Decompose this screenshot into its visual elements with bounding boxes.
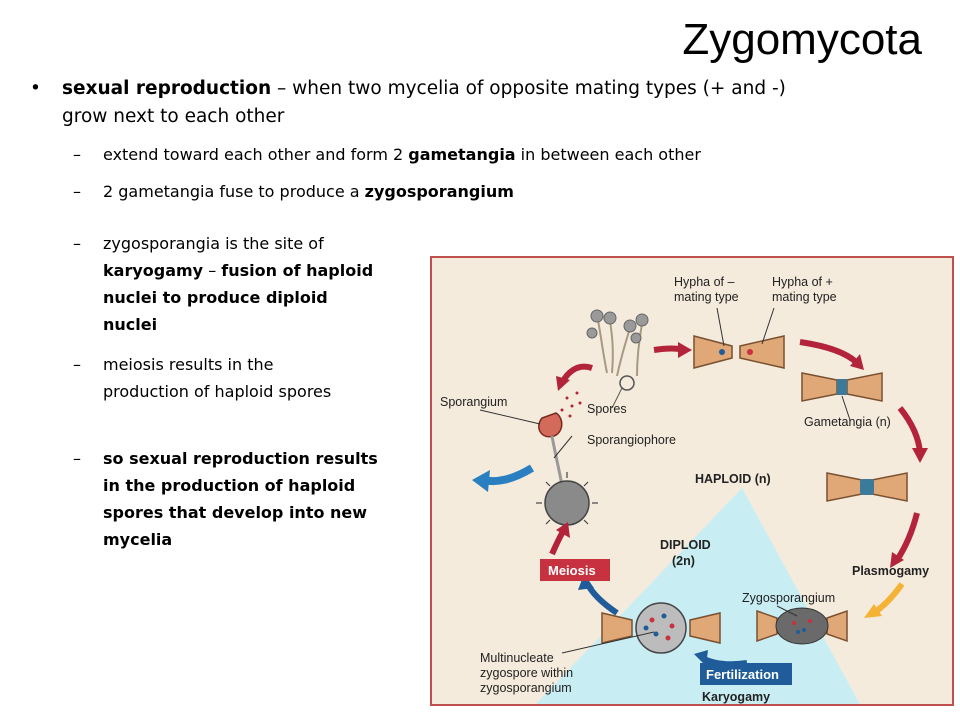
multinucleate-label-1: Multinucleate	[480, 651, 554, 665]
plasmogamy-arrowhead	[864, 604, 882, 618]
dash-symbol: –	[73, 355, 81, 374]
hypha-minus-label-1: Hypha of –	[674, 275, 735, 289]
sub-bullet-zygosporangium: – 2 gametangia fuse to produce a zygospo…	[73, 178, 853, 205]
main-bullet-text: sexual reproduction – when two mycelia o…	[62, 75, 830, 131]
dash-symbol: –	[73, 145, 81, 164]
sporangiophore-label: Sporangiophore	[587, 433, 676, 447]
sub-c-mid: –	[203, 261, 222, 280]
sub-bullet-conclusion: – so sexual reproduction results in the …	[73, 445, 378, 553]
sub-c-pre: zygosporangia is the site of	[103, 234, 324, 253]
sub-bullet-text: so sexual reproduction results in the pr…	[103, 449, 378, 549]
sub-a-bold: gametangia	[408, 145, 516, 164]
dash-symbol: –	[73, 182, 81, 201]
sub-bullet-text: 2 gametangia fuse to produce a zygospora…	[103, 178, 853, 205]
sub-c-bold2: fusion of haploid nuclei to produce dipl…	[103, 261, 374, 334]
hypha-plus-label-1: Hypha of +	[772, 275, 833, 289]
sporangium-label: Sporangium	[440, 395, 507, 409]
fertilization-label: Fertilization	[706, 667, 779, 682]
zygosporangium-shape	[756, 605, 848, 645]
germination-arrow	[549, 528, 567, 556]
life-cycle-svg: Meiosis Fertilization Hypha of – mating …	[440, 275, 929, 704]
sporangia-cluster	[586, 309, 649, 377]
hyphae-pair	[693, 307, 785, 369]
spores-dots	[560, 391, 582, 418]
multinucleate-label-2: zygospore within	[480, 666, 573, 680]
spore-magnifier	[619, 375, 635, 391]
meiosis-arrowhead	[578, 574, 594, 590]
gametangia-label: Gametangia (n)	[804, 415, 891, 429]
sub-bullet-gametangia: – extend toward each other and form 2 ga…	[73, 141, 853, 168]
bullet-symbol: •	[30, 78, 41, 99]
release-arrowhead	[472, 470, 490, 492]
dash-symbol: –	[73, 449, 81, 468]
main-bullet-rest: – when two mycelia of opposite mating ty…	[62, 78, 786, 127]
sub-bullet-karyogamy: – zygosporangia is the site of karyogamy…	[73, 230, 378, 338]
sporangium-shape	[538, 412, 563, 438]
diploid-label-2: (2n)	[672, 554, 695, 568]
fertilization-arrowhead	[694, 650, 708, 666]
sporangiophore-stalk	[550, 435, 564, 487]
fertilization-box	[700, 663, 792, 685]
hypha-plus-label-2: mating type	[772, 290, 837, 304]
zygosporangium-label: Zygosporangium	[742, 591, 835, 605]
plasmogamy-label: Plasmogamy	[852, 564, 929, 578]
spores-pointer	[611, 387, 623, 409]
meiosis-label: Meiosis	[548, 563, 596, 578]
diploid-label-1: DIPLOID	[660, 538, 711, 552]
sporangium-pointer	[479, 409, 541, 425]
sub-b-pre: 2 gametangia fuse to produce a	[103, 182, 365, 201]
sub-a-pre: extend toward each other and form 2	[103, 145, 409, 164]
sub-a-post: in between each other	[515, 145, 701, 164]
multinucleate-label-3: zygosporangium	[480, 681, 572, 695]
haploid-arrowheads	[556, 342, 928, 568]
diploid-region	[535, 488, 860, 704]
main-bullet: • sexual reproduction – when two mycelia…	[30, 75, 830, 131]
gametangia-shape	[801, 372, 883, 421]
sub-bullet-meiosis: – meiosis results in the production of h…	[73, 351, 348, 405]
main-bullet-bold: sexual reproduction	[62, 78, 272, 99]
plasmogamy-stage	[826, 472, 908, 502]
multinucleate-zygospore	[561, 602, 721, 654]
spores-label: Spores	[587, 402, 627, 416]
meiosis-box	[540, 559, 610, 581]
sub-bullet-text: extend toward each other and form 2 game…	[103, 141, 853, 168]
sub-bullet-text: meiosis results in the production of hap…	[103, 355, 332, 401]
hypha-minus-label-2: mating type	[674, 290, 739, 304]
sub-c-bold: karyogamy	[103, 261, 204, 280]
slide-title: Zygomycota	[682, 15, 922, 64]
haploid-label: HAPLOID (n)	[695, 472, 771, 486]
sporangiophore-pointer	[553, 435, 573, 459]
dash-symbol: –	[73, 234, 81, 253]
karyogamy-label: Karyogamy	[702, 690, 770, 704]
zygomycota-life-cycle-diagram: Meiosis Fertilization Hypha of – mating …	[430, 256, 954, 706]
germination-arrowhead	[556, 522, 570, 538]
sub-b-bold: zygosporangium	[364, 182, 514, 201]
sub-bullet-text: zygosporangia is the site of karyogamy –…	[103, 230, 378, 338]
germinating-zygospore	[544, 480, 590, 526]
